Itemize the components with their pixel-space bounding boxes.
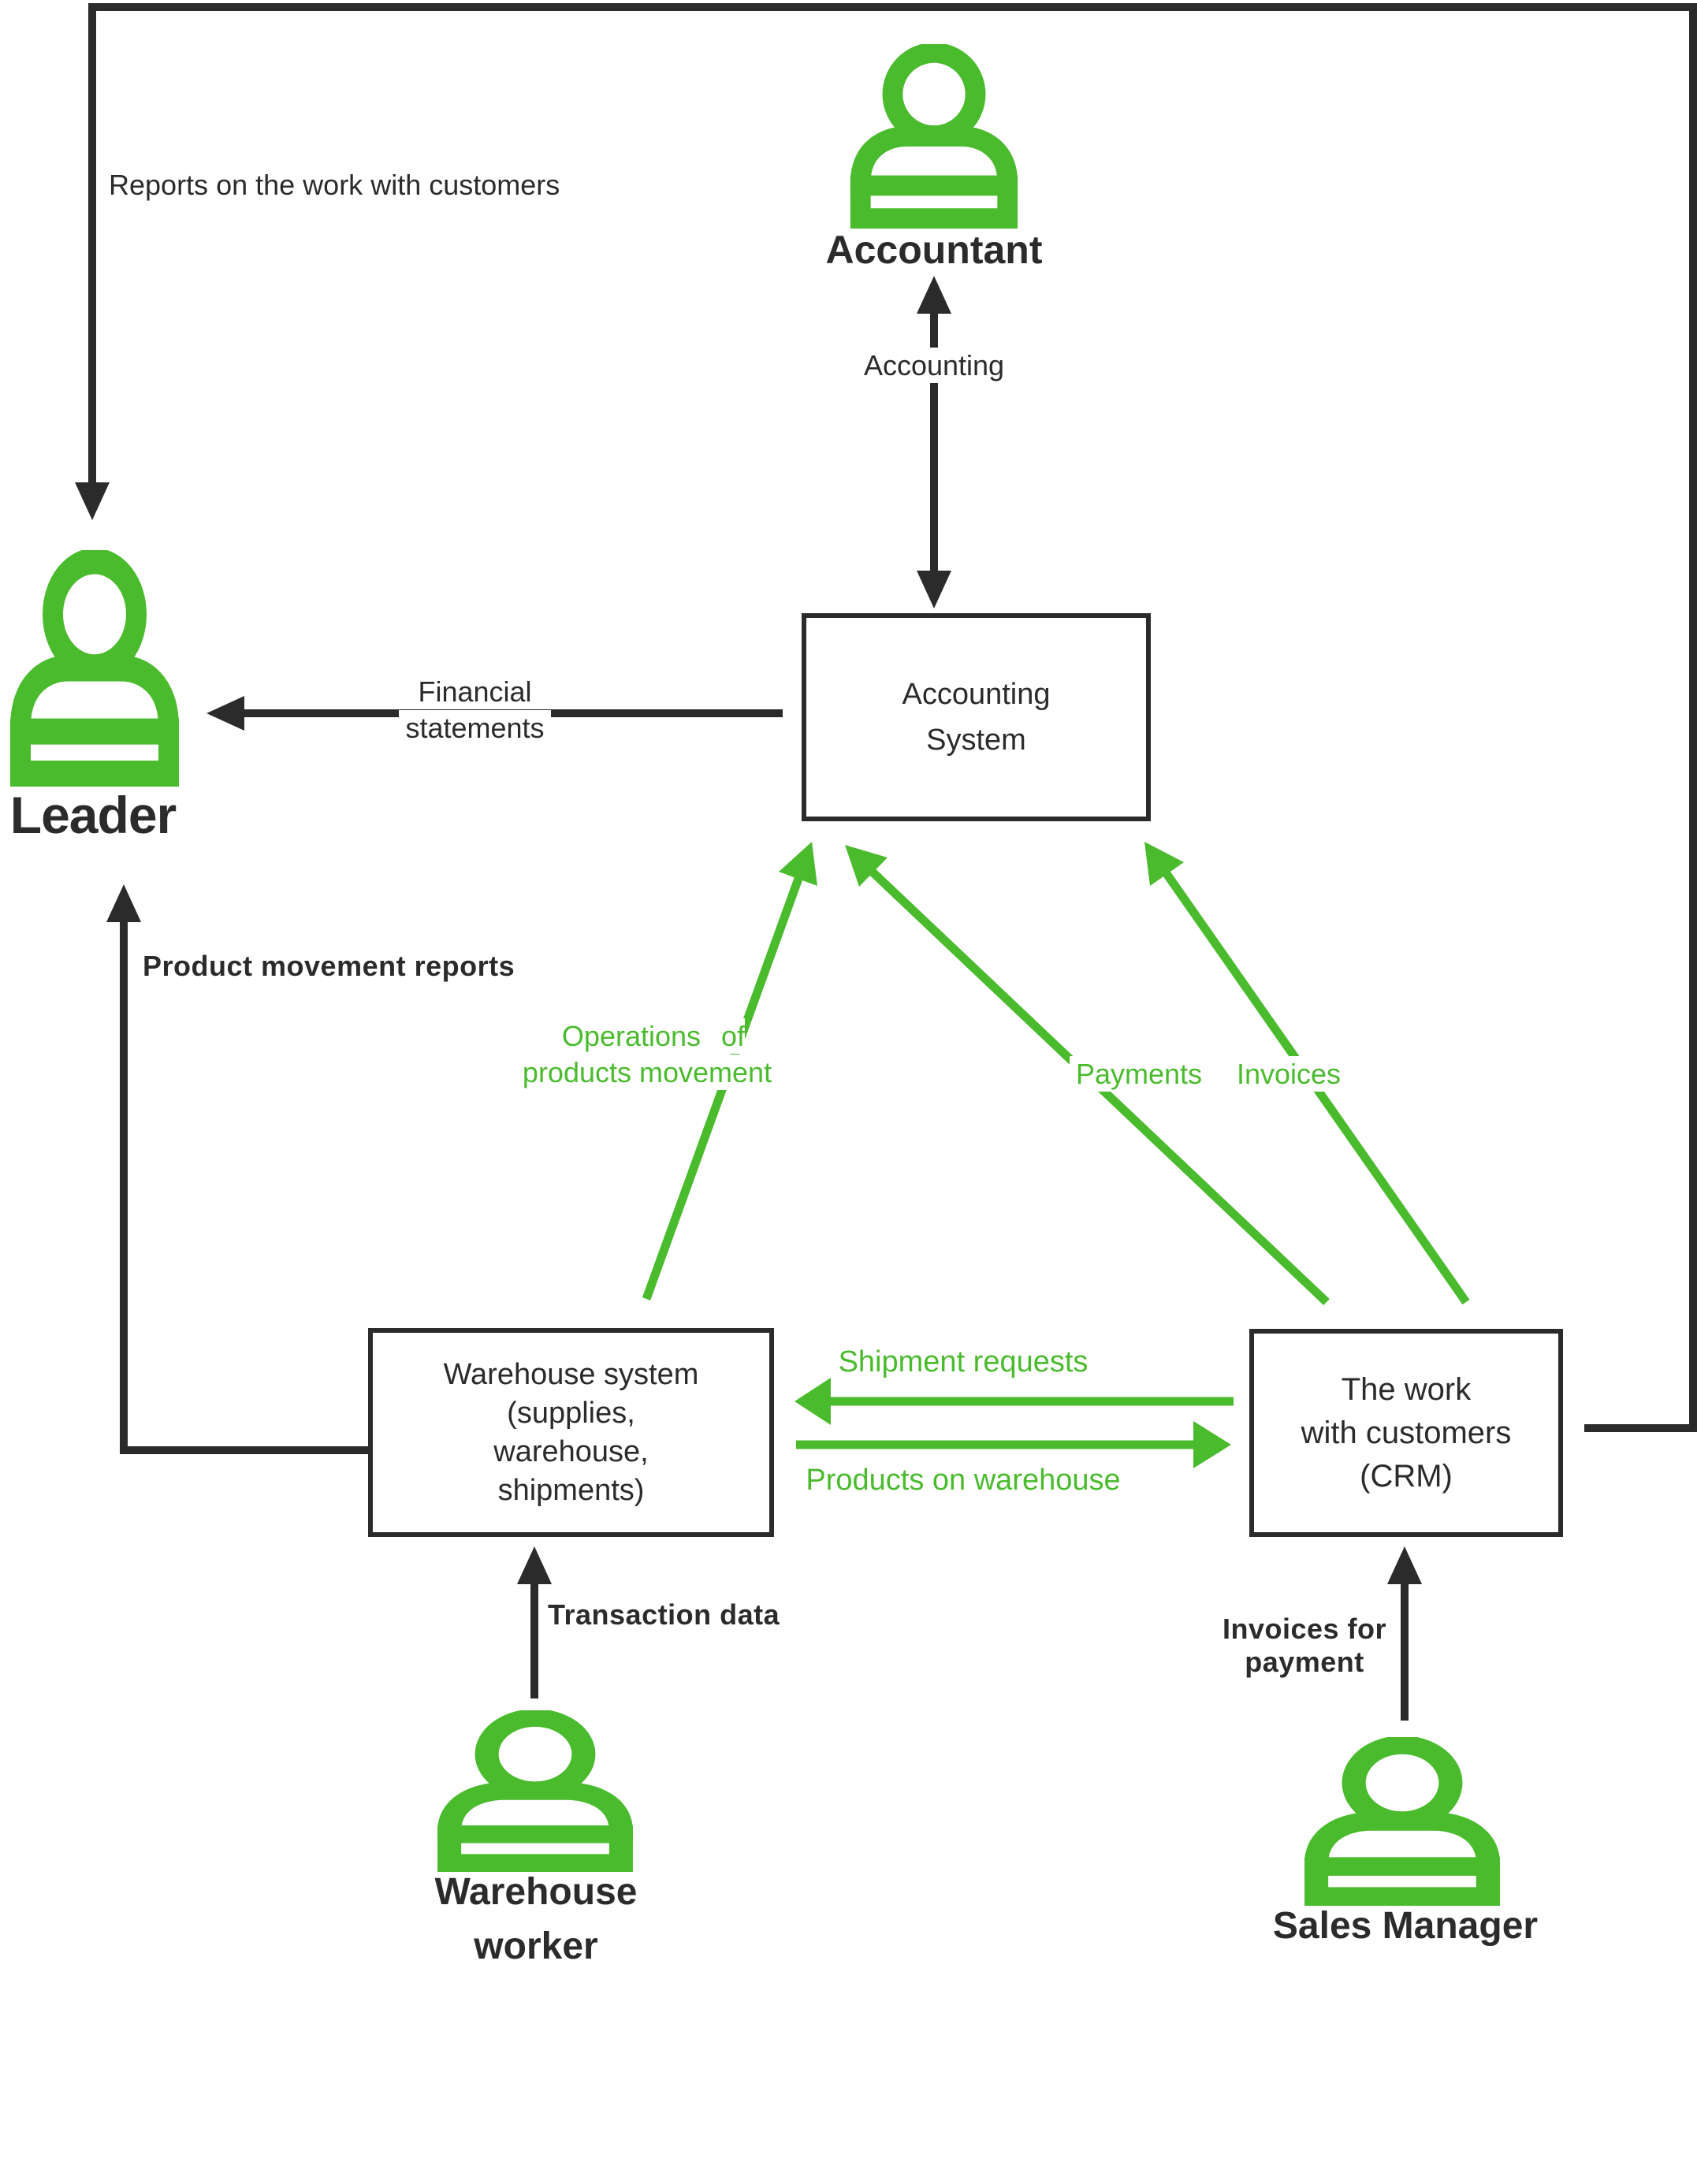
edge-operations-arrowhead (779, 842, 817, 886)
node-warehouse-system-label-line2: (supplies, (507, 1396, 635, 1430)
flow-label-products-on-warehouse: Products on warehouse (806, 1464, 1121, 1497)
node-warehouse-system-label-line3: warehouse, (493, 1434, 649, 1468)
edge-financial-statements-arrowhead (207, 696, 244, 731)
flow-label-product-movement-line3: reports (414, 950, 515, 982)
flow-label-product-movement-line1: Product (143, 950, 253, 982)
edge-invoices-for-payment-arrowhead (1387, 1546, 1422, 1584)
flow-label-operations-line1: Operations (555, 1018, 708, 1054)
edge-accounting-arrowhead-down (917, 571, 951, 608)
flow-label-shipment-requests: Shipment requests (838, 1345, 1089, 1378)
edge-product-movement-arrowhead (106, 884, 141, 922)
flow-label-financial-statements: Financial statements (390, 674, 560, 746)
edge-payments-arrowhead (845, 845, 888, 887)
warehouse-worker-person-icon (426, 1710, 645, 1872)
node-warehouse-system: Warehouse system (supplies, warehouse, s… (368, 1328, 774, 1537)
sales-manager-person-icon (1293, 1737, 1512, 1906)
accountant-person-icon (840, 44, 1028, 229)
flow-label-transaction-line1: Transaction (548, 1598, 712, 1631)
node-crm-label-line3: (CRM) (1360, 1458, 1453, 1494)
flow-label-accounting-text: Accounting (857, 348, 1011, 383)
flow-label-invoices-for-payment: Invoices for payment (1218, 1613, 1391, 1679)
node-crm: The work with customers (CRM) (1249, 1329, 1563, 1537)
node-crm-label-line1: The work (1341, 1371, 1472, 1407)
flow-label-operations: Operations of products movement (520, 1018, 780, 1091)
flow-label-reports-on-work: Reports on the work with customers (109, 167, 560, 203)
edge-shipment-requests-arrowhead (795, 1378, 831, 1425)
flow-label-financial-line1: Financial (411, 674, 538, 709)
flow-label-reports-line3: with customers (370, 169, 560, 201)
edge-reports-arrowhead (75, 482, 110, 520)
flow-label-product-movement-reports: Product movement reports (143, 950, 515, 983)
flow-label-reports-line1: Reports (109, 169, 209, 201)
actor-label-leader: Leader (9, 786, 177, 844)
node-accounting-system: Accounting System (802, 613, 1151, 821)
leader-person-icon (0, 550, 189, 787)
flow-label-transaction-data: Transaction data (548, 1598, 780, 1631)
edge-accounting-arrowhead-up (917, 276, 951, 314)
edge-reports-line (88, 3, 1697, 1432)
flow-label-payments: Payments (1060, 1056, 1218, 1092)
actor-label-accountant: Accountant (825, 228, 1043, 272)
node-warehouse-system-label-line4: shipments) (497, 1473, 645, 1507)
actor-label-sales-manager: Sales Manager (1272, 1905, 1539, 1947)
edge-product-movement-line (120, 921, 368, 1454)
edge-invoices-arrowhead (1144, 842, 1184, 886)
flow-label-transaction-line2: data (720, 1598, 780, 1631)
flow-label-financial-line2: statements (399, 710, 551, 746)
node-crm-label-line2: with customers (1301, 1415, 1512, 1450)
actor-label-warehouse-worker-line1: Warehouse (434, 1871, 638, 1913)
actor-label-warehouse-worker: Warehouse worker (418, 1865, 654, 1974)
node-accounting-system-label-line1: Accounting (902, 678, 1051, 711)
flow-label-invoices: Invoices (1218, 1056, 1360, 1092)
edge-products-on-warehouse-arrowhead (1193, 1421, 1231, 1468)
flow-label-invoices-text: Invoices (1230, 1056, 1348, 1092)
flow-label-invoices-for-payment-line2: for payment (1245, 1613, 1387, 1678)
flow-label-accounting: Accounting (855, 348, 1013, 383)
flow-label-invoices-for-payment-line1: Invoices (1222, 1613, 1340, 1645)
actor-label-warehouse-worker-line2: worker (474, 1925, 598, 1967)
edge-transaction-data-arrowhead (517, 1546, 552, 1584)
flow-label-payments-text: Payments (1069, 1056, 1209, 1092)
node-accounting-system-label-line2: System (926, 724, 1026, 757)
flow-label-product-movement-line2: movement (261, 950, 407, 982)
node-warehouse-system-label-line1: Warehouse system (443, 1357, 699, 1391)
flow-label-reports-line2: on the work (216, 169, 363, 201)
